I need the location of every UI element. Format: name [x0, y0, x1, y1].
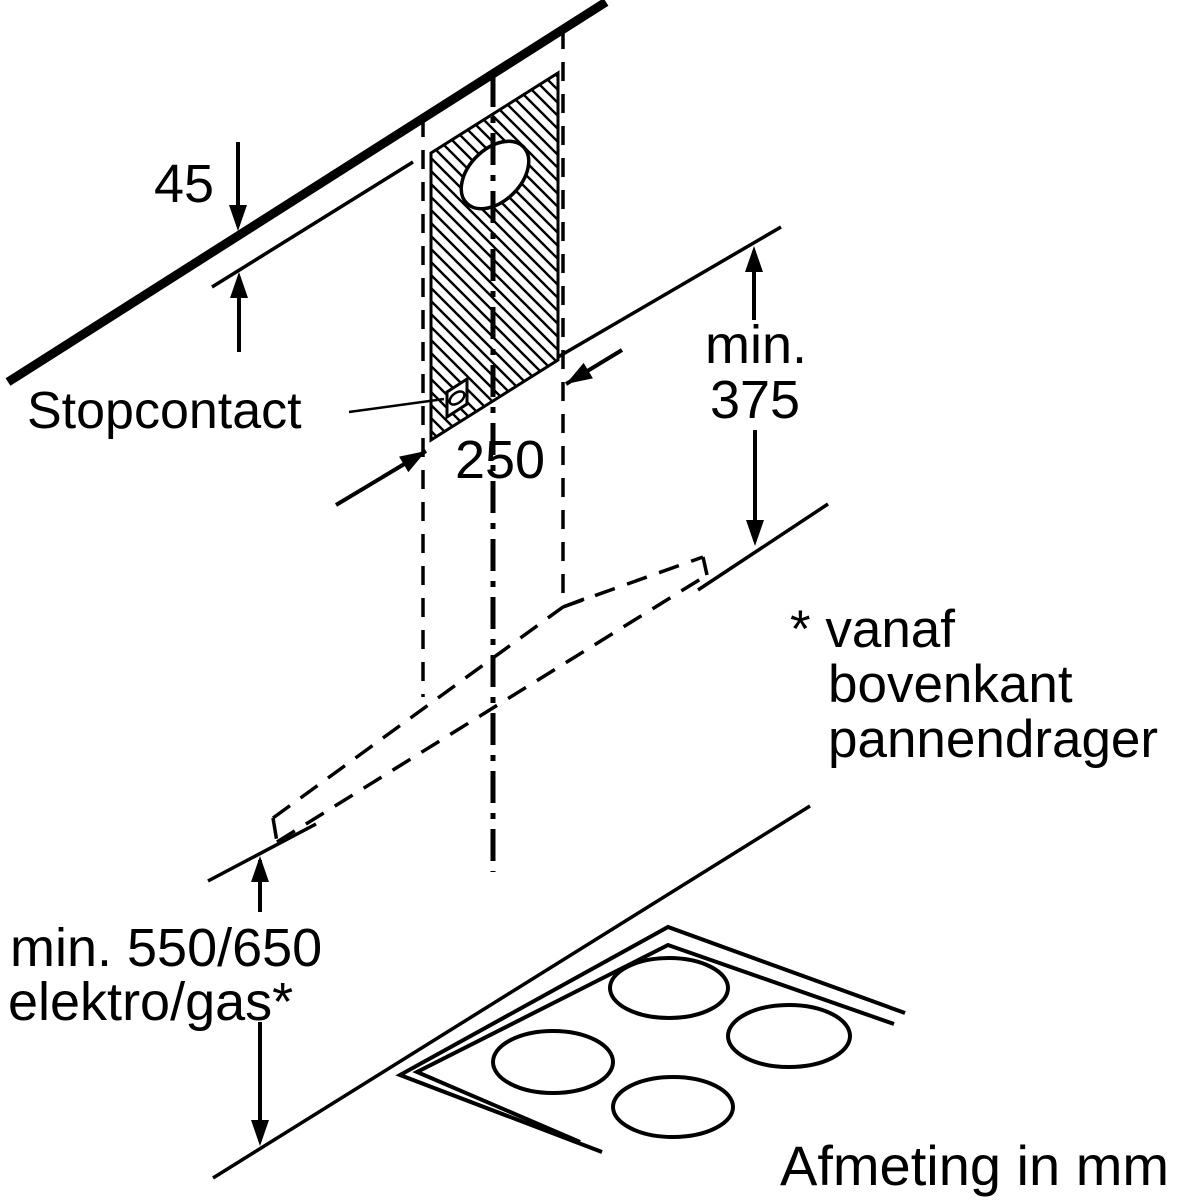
footnote-line-2: bovenkant	[828, 655, 1073, 714]
footnote: * vanaf bovenkant pannendrager	[790, 600, 1158, 769]
hood-outline-dashed	[271, 555, 709, 844]
footnote-line-3: pannendrager	[828, 710, 1158, 769]
ceiling-line	[5, 0, 609, 386]
outlet-callout: Stopcontact	[27, 376, 469, 440]
cooktop	[395, 924, 906, 1154]
dimension-550-650: min. 550/650 elektro/gas*	[8, 822, 322, 1146]
dim-45-label: 45	[154, 154, 214, 214]
outlet-label: Stopcontact	[27, 382, 302, 440]
dim-375-arrow-down-icon	[746, 520, 764, 546]
dimension-250: 250	[334, 348, 624, 507]
burner-back-icon	[608, 956, 730, 1020]
burner-front-icon	[611, 1075, 735, 1139]
burner-right-icon	[726, 1003, 852, 1069]
dim-45-arrow-down-icon	[229, 205, 247, 231]
dim-550-arrow-down-icon	[251, 1120, 269, 1146]
burner-left-icon	[491, 1029, 615, 1095]
dim-250-arrow-right-icon	[566, 362, 593, 384]
dim-375-extension-bottom	[697, 502, 829, 592]
worktop-line	[212, 804, 811, 1180]
hood-right-end-edge	[701, 556, 709, 576]
dim-550-label-value: min. 550/650	[10, 918, 322, 978]
hood-left-end-edge	[271, 817, 279, 843]
dimension-375: min. 375	[557, 225, 829, 592]
cooktop-outer-edge	[395, 924, 906, 1154]
power-outlet-icon	[445, 376, 469, 420]
outlet-leader-line	[348, 397, 445, 414]
footnote-line-1: * vanaf	[790, 600, 955, 659]
units-note: Afmeting in mm	[780, 1134, 1169, 1197]
power-outlet-socket-icon	[448, 390, 466, 406]
dim-250-label: 250	[455, 430, 545, 490]
hood-front-edge	[276, 573, 708, 844]
dim-550-extension-top	[207, 822, 317, 883]
dim-375-extension-top	[557, 225, 782, 359]
dim-250-arrow-left-icon	[399, 451, 426, 473]
hood-top-back-edge	[271, 605, 565, 820]
dim-45-arrow-up-icon	[230, 272, 248, 298]
ceiling-offset-line	[211, 160, 414, 289]
dim-375-label-min: min.	[705, 315, 807, 375]
cooktop-inner-edge	[412, 942, 895, 1144]
dim-375-arrow-up-icon	[745, 246, 763, 272]
dim-550-arrow-up-icon	[251, 856, 269, 882]
hood-top-right-edge	[562, 555, 704, 609]
dim-550-label-qualifier: elektro/gas*	[8, 972, 293, 1032]
dimension-45: 45	[154, 142, 248, 352]
dim-375-label-value: 375	[710, 370, 800, 430]
